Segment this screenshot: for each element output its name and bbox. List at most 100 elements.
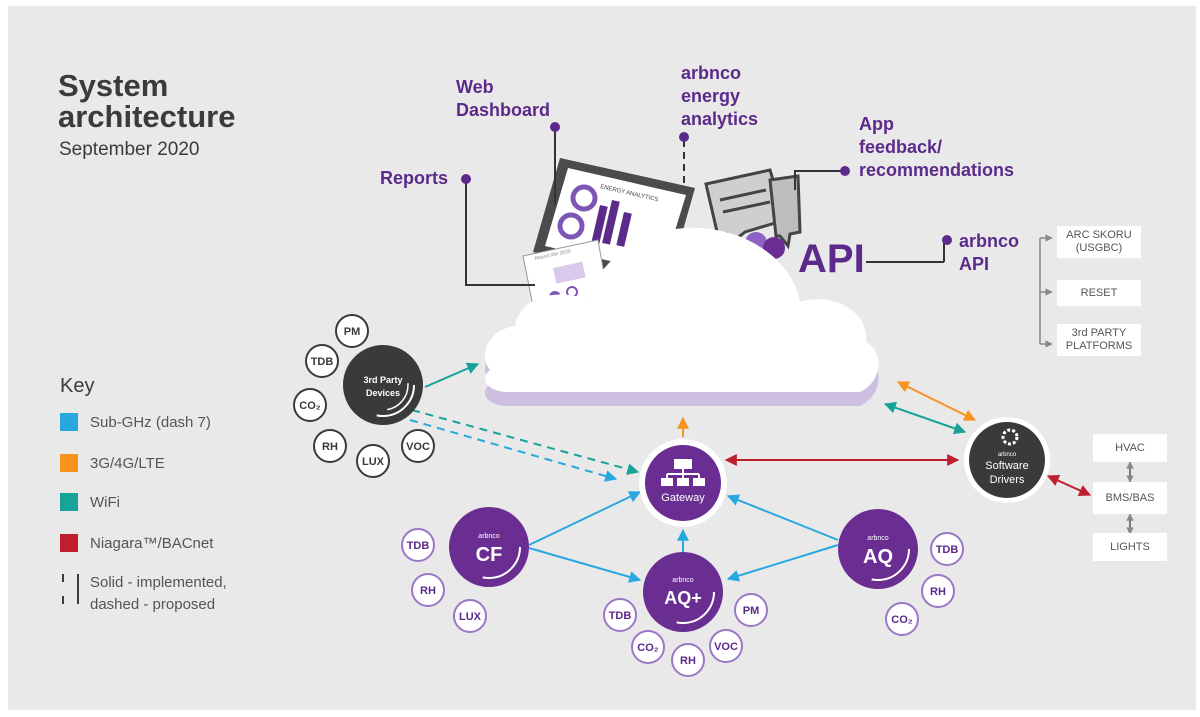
sensor-lux: LUX (453, 599, 487, 633)
arbnco-api-dot (942, 235, 952, 245)
arbnco-api-line-2: API (959, 254, 990, 274)
arc-skoru-box: ARC SKORU(USGBC) (1057, 226, 1141, 258)
reports-dot (461, 174, 471, 184)
gateway-node: Gateway (639, 439, 727, 527)
sensor-tdb: TDB (603, 598, 637, 632)
key-item-wifi: WiFi (60, 493, 120, 511)
svg-text:CO₂: CO₂ (891, 614, 913, 626)
key-item-lte: 3G/4G/LTE (60, 454, 165, 472)
software-wifi-link (883, 401, 967, 435)
key-line-markers (62, 574, 79, 604)
api-bracket (1039, 234, 1053, 348)
sensor-pm: PM (734, 593, 768, 627)
svg-text:RH: RH (680, 655, 696, 667)
platforms-line-2: PLATFORMS (1065, 340, 1133, 352)
arc-skoru-line-2: (USGBC) (1075, 242, 1123, 254)
svg-text:TDB: TDB (609, 610, 632, 622)
app-feedback-line-2: feedback/ (859, 137, 943, 157)
svg-text:RH: RH (420, 585, 436, 597)
software-bms-link (1046, 474, 1092, 497)
title-line-2: architecture (58, 99, 236, 134)
bms-bas-box: BMS/BAS (1093, 482, 1167, 514)
svg-text:PM: PM (743, 605, 760, 617)
svg-text:LUX: LUX (362, 456, 385, 468)
svg-text:CO₂: CO₂ (637, 642, 659, 654)
key-title: Key (60, 375, 95, 397)
key-line-note-2: dashed - proposed (90, 596, 216, 613)
sensor-rh: RH (411, 573, 445, 607)
cf-sensors: TDB RH LUX (401, 528, 487, 633)
reports-label: Reports (380, 168, 449, 188)
gateway-label: Gateway (661, 492, 705, 504)
analytics-dot (679, 132, 689, 142)
svg-text:TDB: TDB (311, 356, 334, 368)
sensor-rh: RH (671, 643, 705, 677)
connectors (409, 362, 1092, 583)
sensor-pm: PM (335, 314, 369, 348)
key-swatch-subghz (60, 413, 78, 431)
reset-box: RESET (1057, 280, 1141, 306)
aqplus-node: arbnco AQ+ (643, 552, 723, 632)
third-party-devices-node: 3rd Party Devices (343, 345, 423, 425)
third-party-label-2: Devices (366, 388, 400, 398)
svg-text:RH: RH (930, 586, 946, 598)
cloud (484, 227, 879, 406)
api-big-label: API (798, 237, 865, 281)
page-subtitle: September 2020 (59, 139, 200, 160)
key-label-subghz: Sub-GHz (dash 7) (90, 413, 211, 431)
key-item-subghz: Sub-GHz (dash 7) (60, 413, 211, 431)
sensor-co2: CO₂ (293, 388, 327, 422)
app-feedback-label: App feedback/ recommendations (859, 113, 1014, 182)
cf-node: arbnco CF (449, 507, 529, 587)
key-swatch-lte (60, 454, 78, 472)
cf-aqplus-link (528, 547, 642, 583)
aqplus-sensors: TDB CO₂ RH VOC PM (603, 593, 768, 677)
svg-text:VOC: VOC (406, 441, 430, 453)
svg-text:VOC: VOC (714, 641, 738, 653)
sensor-tdb: TDB (930, 532, 964, 566)
title-line-1: System (58, 68, 169, 103)
page-title: System architecture (58, 70, 235, 132)
third-party-sensors: PM TDB CO₂ RH LUX VOC (293, 314, 435, 478)
svg-text:CO₂: CO₂ (299, 400, 321, 412)
sensor-tdb: TDB (401, 528, 435, 562)
analytics-line-2: energy (681, 86, 741, 106)
sensor-co2: CO₂ (631, 630, 665, 664)
sensor-tdb: TDB (305, 344, 339, 378)
sensor-lux: LUX (356, 444, 390, 478)
key-line-note-1: Solid - implemented, (90, 574, 227, 591)
analytics-label: arbnco energy analytics (681, 62, 758, 131)
third-party-label-1: 3rd Party (363, 375, 402, 385)
key-label-wifi: WiFi (90, 493, 120, 511)
arbnco-api-line-1: arbnco (959, 231, 1020, 251)
key-label-niagara: Niagara™/BACnet (90, 534, 214, 552)
app-feedback-dot (840, 166, 850, 176)
aq-sensors: TDB RH CO₂ (885, 532, 964, 636)
software-drivers-node: arbnco Software Drivers (964, 417, 1050, 503)
aq-gateway-link (726, 494, 839, 541)
third-party-subghz-proposed-link (409, 419, 618, 482)
app-feedback-line-3: recommendations (859, 160, 1015, 180)
sensor-voc: VOC (401, 429, 435, 463)
sensor-voc: VOC (709, 629, 743, 663)
aq-label: AQ (863, 546, 893, 568)
svg-text:TDB: TDB (407, 540, 430, 552)
arc-skoru-line-1: ARC SKORU (1066, 229, 1132, 241)
software-label-1: Software (985, 460, 1028, 472)
analytics-line-3: analytics (681, 109, 759, 129)
web-dashboard-label: Web Dashboard (456, 76, 550, 122)
cf-label: CF (476, 544, 503, 566)
key-label-lte: 3G/4G/LTE (90, 454, 165, 472)
aq-aqplus-link (726, 544, 839, 582)
aqplus-label: AQ+ (664, 588, 702, 608)
svg-text:LUX: LUX (459, 611, 482, 623)
software-lte-link (896, 381, 977, 421)
key-line-note: Solid - implemented, dashed - proposed (90, 572, 227, 616)
app-feedback-line-1: App (859, 114, 894, 134)
hvac-box: HVAC (1093, 434, 1167, 462)
web-dashboard-line-2: Dashboard (456, 100, 551, 120)
lights-box: LIGHTS (1093, 533, 1167, 561)
svg-text:RH: RH (322, 441, 338, 453)
